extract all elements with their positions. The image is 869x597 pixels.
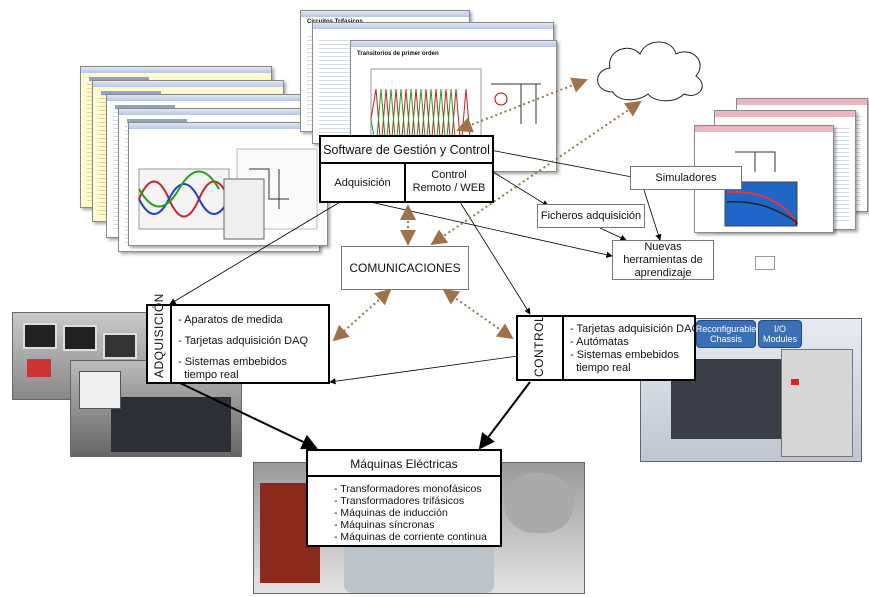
control-to-adquisicion-line	[329, 355, 519, 385]
software-to-control-line	[459, 201, 531, 315]
modules-tag-line1: I/O	[773, 324, 786, 334]
cloud-icon	[597, 41, 703, 102]
nuevas-line3: aprendizaje	[634, 266, 692, 279]
ficheros-to-nuevas-line	[599, 227, 627, 241]
software-adquisicion-label: Adquisición	[334, 177, 391, 189]
comunicaciones-adquisicion-comm-line	[332, 288, 392, 342]
software-to-ficheros-line	[489, 169, 549, 207]
maquinas-item: - Transformadores monofásicos	[334, 483, 482, 495]
adquisicion-item: tiempo real	[178, 369, 239, 381]
software-title: Software de Gestión y Control	[323, 143, 490, 157]
maquinas-item: - Máquinas síncronas	[334, 519, 435, 531]
adquisicion-item: - Sistemas embebidos	[178, 356, 287, 368]
adquisicion-item: - Aparatos de medida	[178, 314, 283, 326]
ficheros-label: Ficheros adquisición	[540, 209, 642, 222]
screenshot-title: Transitorios de primer orden	[357, 51, 439, 57]
simuladores-box: Simuladores	[630, 166, 742, 190]
simuladores-to-nuevas-line	[643, 189, 662, 241]
simuladores-label: Simuladores	[655, 171, 717, 184]
maquinas-item: - Máquinas de corriente continua	[334, 531, 487, 543]
control-side-label: CONTROL	[532, 314, 546, 377]
adquisicion-side-label: ADQUISICIÓN	[152, 293, 166, 378]
maquinas-item: - Máquinas de inducción	[334, 507, 448, 519]
software-control-label-line1: Control	[431, 169, 467, 181]
waveform-plot	[138, 148, 318, 240]
adquisicion-list: - Aparatos de medida - Tarjetas adquisic…	[178, 314, 308, 382]
maquinas-title: Máquinas Eléctricas	[350, 457, 458, 471]
app-screenshot-simulator	[694, 125, 834, 233]
adquisicion-item: - Tarjetas adquisición DAQ	[178, 335, 309, 347]
control-box: CONTROL - Tarjetas adquisición DAQ - Aut…	[516, 314, 700, 381]
empty-box	[755, 256, 775, 270]
maquinas-list: - Transformadores monofásicos - Transfor…	[334, 483, 487, 543]
software-control-label-line2: Remoto / WEB	[412, 182, 486, 194]
chassis-tag-line1: Reconfigurable	[695, 324, 757, 334]
modules-tag-line2: Modules	[762, 334, 798, 344]
control-list: - Tarjetas adquisición DAQ - Autómatas -…	[570, 323, 700, 375]
control-item: - Tarjetas adquisición DAQ	[570, 323, 701, 335]
nuevas-herramientas-box: Nuevas herramientas de aprendizaje	[612, 240, 714, 280]
chassis-tag-line2: Chassis	[710, 334, 743, 344]
control-item: - Autómatas	[570, 336, 629, 348]
control-item: - Sistemas embebidos	[570, 349, 679, 361]
nuevas-line1: Nuevas	[644, 240, 682, 253]
ficheros-box: Ficheros adquisición	[537, 204, 645, 228]
control-item: tiempo real	[570, 362, 631, 374]
maquinas-item: - Transformadores trifásicos	[334, 495, 465, 507]
nuevas-line2: herramientas de	[623, 253, 703, 266]
software-box: Software de Gestión y Control Adquisició…	[319, 135, 494, 203]
app-screenshot-signals	[128, 122, 328, 246]
comunicaciones-box: COMUNICACIONES	[341, 246, 469, 290]
comunicaciones-control-comm-line	[442, 288, 514, 340]
comunicaciones-label: COMUNICACIONES	[349, 260, 461, 275]
control-to-maquinas-arrow	[478, 381, 531, 450]
maquinas-box: Máquinas Eléctricas - Transformadores mo…	[306, 449, 502, 547]
adquisicion-box: ADQUISICIÓN - Aparatos de medida - Tarje…	[146, 293, 330, 384]
